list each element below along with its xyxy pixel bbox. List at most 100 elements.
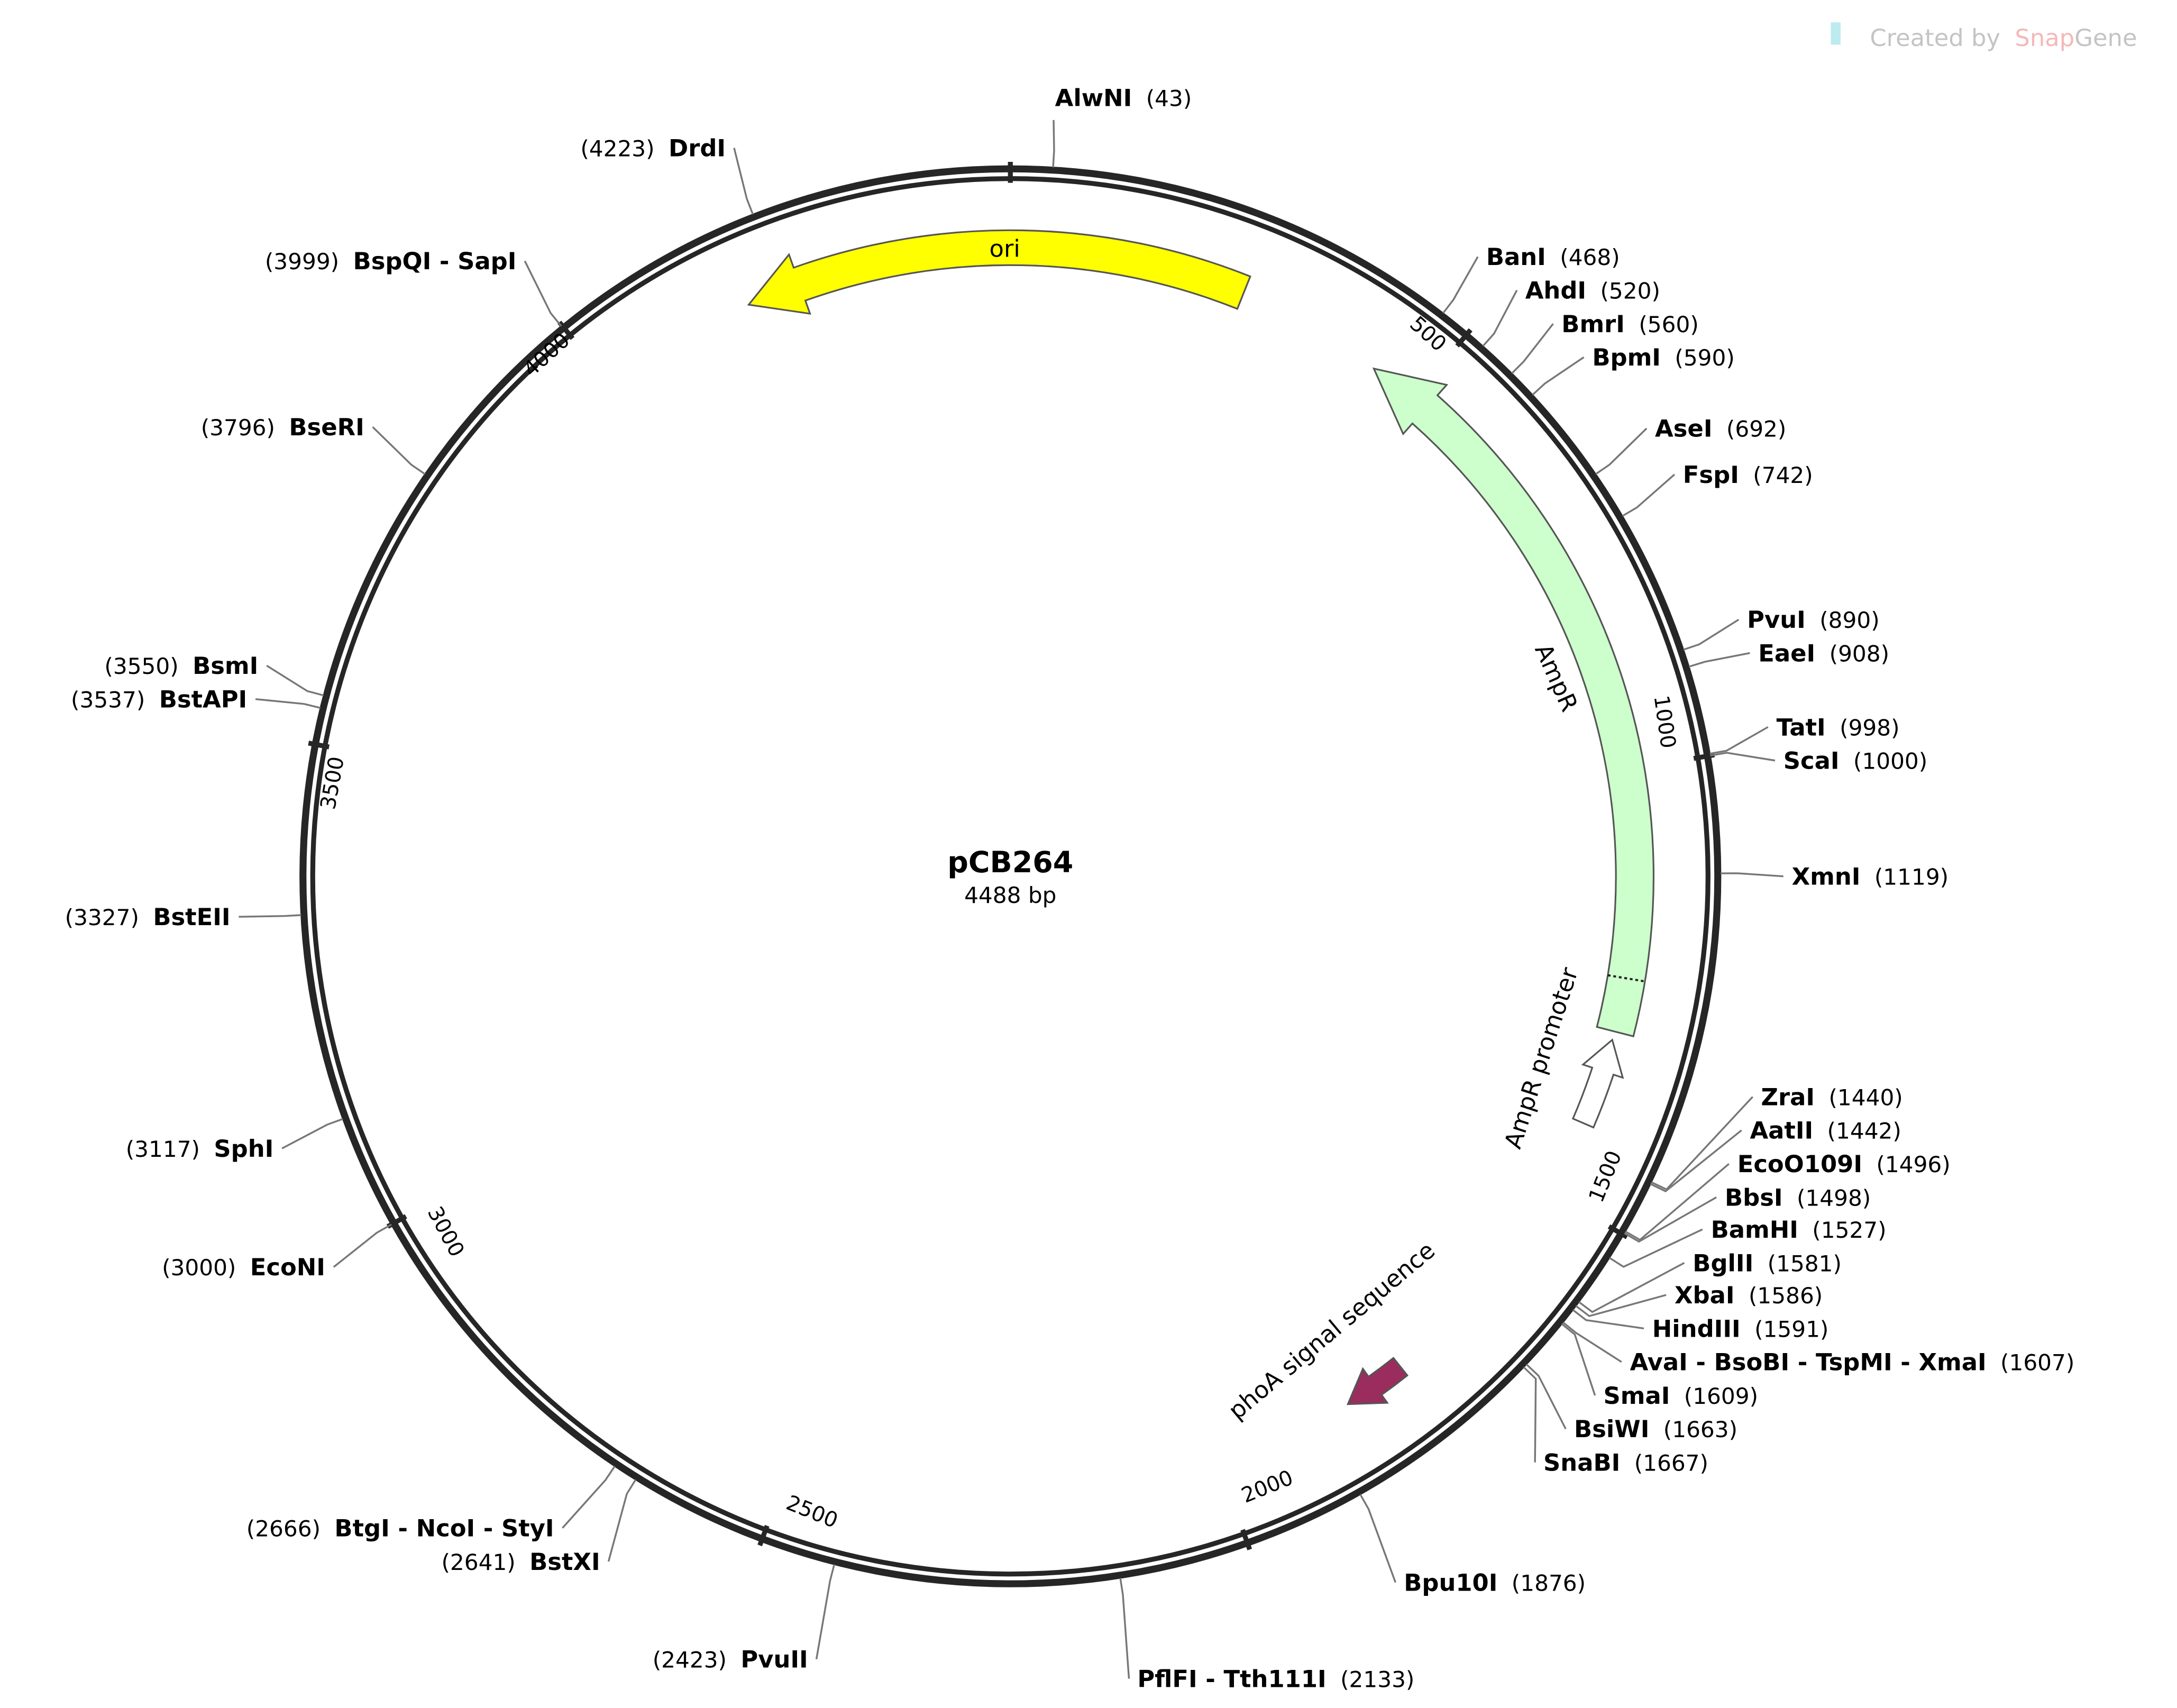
restriction-site: TatI (998) [1709,713,1900,755]
leader-line [1709,726,1769,755]
enzyme-name: BstAPI [159,686,248,714]
restriction-site: EcoO109I(1496) [1625,1150,1951,1241]
site-label: BmrI(560) [1561,310,1699,338]
site-label: (3000) EcoNI [162,1253,325,1281]
restriction-site: BanI(468) [1442,243,1620,314]
enzyme-position: (742) [1753,462,1813,488]
site-label: (3550) BsmI [104,652,258,680]
plasmid-name: pCB264 [947,846,1073,880]
enzyme-name: Bpu10I [1404,1568,1497,1596]
site-label: ZraI(1440) [1761,1083,1903,1111]
site-label: EcoO109I(1496) [1737,1150,1951,1178]
site-label: (2666)BtgI - NcoI - StyI [246,1514,554,1542]
enzyme-position: (890) [1819,607,1879,633]
enzyme-name: PvuII [740,1645,808,1673]
site-label: FspI(742) [1683,461,1813,489]
enzyme-position: (3550) [104,653,178,679]
enzyme-position: (3999) [265,249,339,275]
enzyme-name: AatII [1750,1117,1813,1145]
site-label: TatI (998) [1777,713,1900,741]
ampr-promoter-divider [1607,974,1645,983]
enzyme-position: (3537) [71,687,145,713]
phoa-signal-arrow [1347,1356,1408,1405]
restriction-site: BsiWI(1663) [1525,1363,1737,1443]
site-label: BanI(468) [1486,243,1620,271]
enzyme-name: ZraI [1761,1083,1815,1111]
enzyme-name: BspQI - SapI [353,247,517,275]
enzyme-name: PvuI [1747,606,1806,634]
leader-line [1688,652,1750,668]
restriction-site: PflFI - Tth111I (2133) [1119,1578,1414,1693]
restriction-site: (2641)BstXI [441,1479,637,1576]
enzyme-name: BanI [1486,243,1546,271]
leader-line [281,1118,343,1149]
site-label: AseI(692) [1655,415,1786,443]
restriction-site: EaeI(908) [1688,639,1889,668]
enzyme-name: AhdI [1525,277,1586,305]
leader-line [1622,473,1676,517]
restriction-site: AhdI(520) [1482,277,1660,347]
site-label: (2641)BstXI [441,1548,600,1576]
leader-line [255,698,321,709]
restriction-site: BamHI(1527) [1609,1216,1887,1268]
enzyme-name: BsiWI [1574,1415,1649,1443]
restriction-site: (3000) EcoNI [162,1223,392,1281]
enzyme-position: (1667) [1634,1450,1708,1476]
enzyme-name: TatI [1777,713,1826,741]
tick-label: 3000 [423,1202,469,1261]
restriction-site: (3999) BspQI - SapI [265,247,562,327]
site-label: SmaI(1609) [1603,1382,1758,1410]
enzyme-name: BsmI [193,652,258,680]
enzyme-position: (2133) [1340,1666,1414,1692]
restriction-site: BpmI(590) [1532,343,1735,396]
feature-label: AmpR promoter [1499,964,1584,1152]
enzyme-name: BtgI - NcoI - StyI [334,1514,554,1542]
watermark-prefix: Created by [1870,24,2000,52]
enzyme-name: BmrI [1561,310,1625,338]
watermark-brand-gene: Gene [2074,24,2137,52]
restriction-site: XmnI(1119) [1721,863,1949,891]
restriction-site: (2423)PvuII [653,1564,835,1673]
enzyme-name: EcoNI [250,1253,325,1281]
ampr-arrow [1372,367,1654,1038]
enzyme-position: (2641) [441,1549,515,1575]
site-label: (3796) BseRI [201,413,364,441]
leader-line [1721,872,1783,878]
enzyme-name: BamHI [1711,1216,1798,1244]
enzyme-name: AlwNI [1055,84,1132,112]
restriction-site: XbaI(1586) [1575,1281,1823,1317]
enzyme-name: SnaBI [1543,1449,1620,1477]
leader-line [1523,1366,1537,1463]
enzyme-name: BseRI [289,413,364,441]
plasmid-length: 4488 bp [964,882,1056,908]
enzyme-position: (1607) [2000,1350,2074,1376]
enzyme-position: (1876) [1512,1570,1586,1596]
watermark: Created by SnapGene [1831,22,2137,52]
enzyme-position: (3000) [162,1255,236,1281]
restriction-site: AlwNI(43) [1052,84,1192,168]
site-label: (3537) BstAPI [71,686,247,714]
site-label: HindIII(1591) [1652,1314,1829,1342]
enzyme-name: PflFI - Tth111I [1137,1665,1326,1693]
enzyme-position: (1000) [1853,748,1927,774]
leader-line [733,148,754,215]
leader-line [1562,1321,1622,1363]
enzyme-position: (1442) [1827,1118,1901,1144]
tick-mark [308,741,330,750]
restriction-site: Bpu10I (1876) [1359,1494,1586,1596]
tick-label: 1500 [1584,1147,1626,1206]
enzyme-position: (1609) [1684,1383,1758,1409]
tick-label: 2500 [783,1491,841,1533]
snapgene-logo-icon [1831,22,1841,45]
restriction-site: SnaBI (1667) [1523,1366,1708,1477]
enzyme-position: (998) [1840,715,1899,741]
site-label: (3327)BstEII [65,903,231,931]
feature-label: ori [990,234,1020,262]
leader-line [1624,1196,1717,1243]
enzyme-name: XmnI [1792,863,1861,891]
tick-mark [757,1524,770,1547]
tick-mark [1455,328,1472,348]
enzyme-position: (3796) [201,415,275,441]
tick-label: 2000 [1238,1465,1297,1508]
site-label: BsiWI(1663) [1574,1415,1737,1443]
